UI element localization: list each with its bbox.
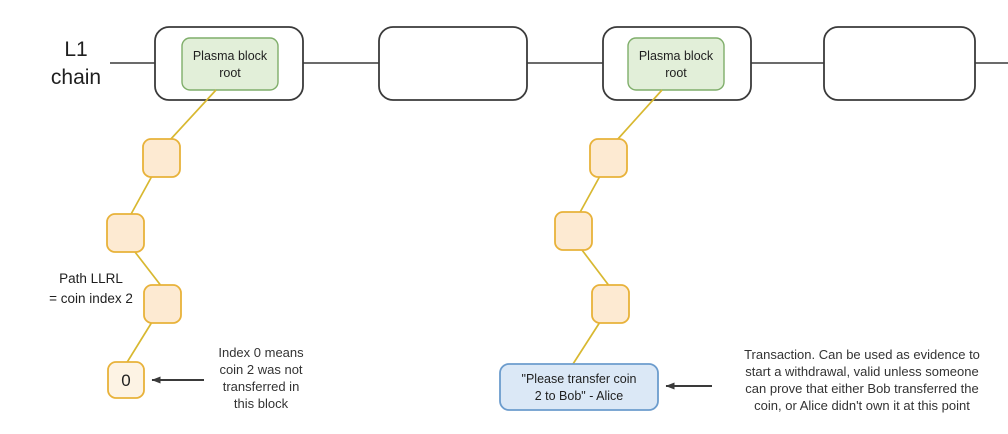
left-branch-edges bbox=[125, 89, 217, 365]
plasma-block-root-1-box[interactable] bbox=[181, 37, 279, 91]
left-path-label-line1: Path LLRL bbox=[59, 271, 123, 286]
right-edge-n1-to-n2 bbox=[577, 175, 601, 217]
transaction-leaf-box[interactable]: "Please transfer coin 2 to Bob" - Alice bbox=[499, 363, 659, 411]
left-merkle-node-2-box[interactable] bbox=[106, 213, 145, 253]
left-annotation-text: Index 0 means coin 2 was not transferred… bbox=[218, 345, 304, 411]
right-merkle-node-2[interactable] bbox=[554, 211, 593, 251]
left-path-label: Path LLRL = coin index 2 bbox=[49, 271, 133, 306]
l1-chain-label: L1 chain bbox=[51, 38, 101, 89]
left-path-label-line2: = coin index 2 bbox=[49, 291, 133, 306]
left-edge-n3-to-leaf bbox=[125, 321, 153, 365]
left-edge-n2-to-n3 bbox=[134, 251, 163, 288]
right-merkle-node-3-box[interactable] bbox=[591, 284, 630, 324]
left-merkle-leaf-zero-value: 0 bbox=[121, 371, 130, 390]
left-merkle-node-2[interactable] bbox=[106, 213, 145, 253]
right-annotation-line-3: can prove that either Bob transferred th… bbox=[745, 381, 978, 396]
plasma-block-root-2-box[interactable] bbox=[627, 37, 725, 91]
transaction-leaf-line2: 2 to Bob" - Alice bbox=[535, 389, 624, 403]
right-branch-edges bbox=[572, 89, 663, 365]
left-annotation-line-2: coin 2 was not bbox=[219, 362, 302, 377]
left-merkle-node-3-box[interactable] bbox=[143, 284, 182, 324]
transaction-leaf-box-rect[interactable] bbox=[499, 363, 659, 411]
left-merkle-node-1[interactable] bbox=[142, 138, 181, 178]
plasma-block-root-2-label-line1: Plasma block bbox=[639, 49, 714, 63]
right-annotation-line-1: Transaction. Can be used as evidence to bbox=[744, 347, 980, 362]
left-annotation-line-3: transferred in bbox=[223, 379, 300, 394]
right-edge-n2-to-n3 bbox=[581, 249, 611, 288]
l1-chain-label-line1: L1 bbox=[64, 38, 87, 61]
right-edge-n3-to-leaf bbox=[572, 321, 601, 365]
right-merkle-node-1-box[interactable] bbox=[589, 138, 628, 178]
l1-chain-label-line2: chain bbox=[51, 66, 101, 89]
left-annotation-line-4: this block bbox=[234, 396, 289, 411]
left-edge-n1-to-n2 bbox=[129, 175, 153, 217]
left-annotation-line-1: Index 0 means bbox=[218, 345, 304, 360]
l1-block-4-box[interactable] bbox=[823, 26, 976, 101]
left-merkle-node-1-box[interactable] bbox=[142, 138, 181, 178]
left-merkle-leaf-zero-box[interactable] bbox=[107, 361, 145, 399]
right-annotation-line-2: start a withdrawal, valid unless someone bbox=[745, 364, 978, 379]
right-merkle-node-2-box[interactable] bbox=[554, 211, 593, 251]
l1-block-3[interactable]: Plasma block root bbox=[602, 26, 752, 101]
plasma-block-root-2-label-line2: root bbox=[665, 66, 687, 80]
l1-block-4[interactable] bbox=[823, 26, 976, 101]
l1-block-1[interactable]: Plasma block root bbox=[154, 26, 304, 101]
plasma-block-root-1-label-line2: root bbox=[219, 66, 241, 80]
l1-block-2[interactable] bbox=[378, 26, 528, 101]
right-merkle-node-3[interactable] bbox=[591, 284, 630, 324]
left-merkle-node-3[interactable] bbox=[143, 284, 182, 324]
plasma-block-root-1-label-line1: Plasma block bbox=[193, 49, 268, 63]
left-merkle-leaf-zero[interactable]: 0 bbox=[107, 361, 145, 399]
right-merkle-node-1[interactable] bbox=[589, 138, 628, 178]
right-edge-root-to-n1 bbox=[616, 89, 663, 141]
transaction-leaf-line1: "Please transfer coin bbox=[522, 372, 637, 386]
right-annotation-line-4: coin, or Alice didn't own it at this poi… bbox=[754, 398, 970, 413]
left-edge-root-to-n1 bbox=[169, 89, 217, 141]
right-annotation-text: Transaction. Can be used as evidence to … bbox=[744, 347, 980, 413]
l1-block-2-box[interactable] bbox=[378, 26, 528, 101]
